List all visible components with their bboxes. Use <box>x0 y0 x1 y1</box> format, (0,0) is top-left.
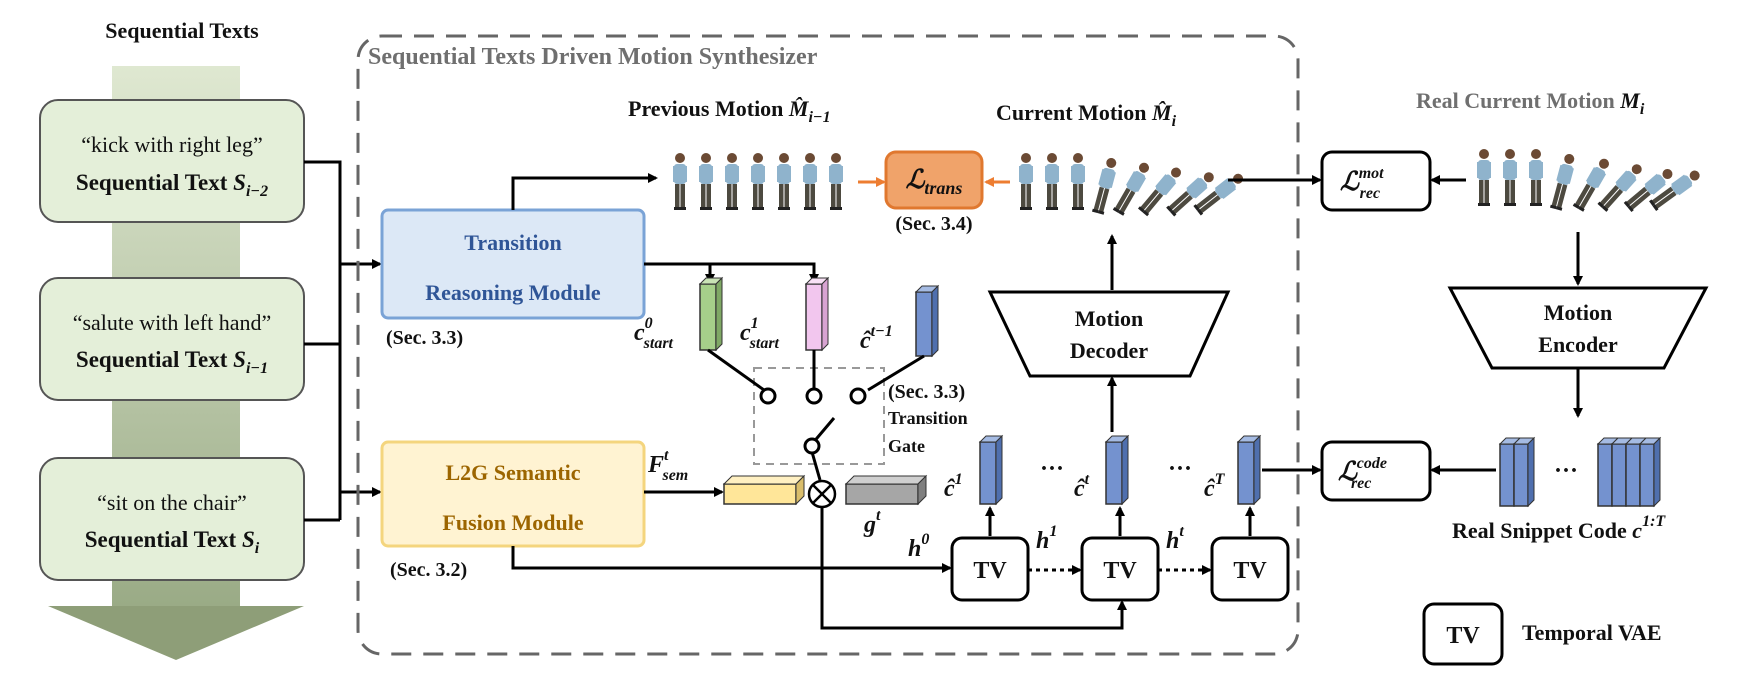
tv-box-3: TV <box>1210 536 1290 602</box>
svg-text:TV: TV <box>1233 558 1267 584</box>
trm-to-codes <box>644 262 819 284</box>
code-bar-c-start-1 <box>804 276 830 352</box>
text-box-3: “sit on the chair” Sequential Text Si <box>39 457 305 581</box>
legend-tv-text: TV <box>1446 623 1480 649</box>
code-bar-c-t <box>1104 434 1130 506</box>
l2g-semantic-fusion-module: L2G Semantic Fusion Module <box>380 440 646 548</box>
h-0-label: h0 <box>908 531 929 562</box>
snippet-dots: ··· <box>1554 458 1578 484</box>
previous-motion-figures <box>673 153 843 210</box>
gate-label-2: Gate <box>888 436 925 456</box>
current-motion-label: Current Motion M̂i <box>996 100 1177 130</box>
tv-box-1: TV <box>950 536 1030 602</box>
svg-text:Fusion Module: Fusion Module <box>442 510 583 535</box>
left-panel: Sequential Texts “kick with right leg” S… <box>39 18 305 660</box>
svg-text:TV: TV <box>1103 558 1137 584</box>
c-1-label: ĉ1 <box>944 471 963 502</box>
l2g-sec-label: (Sec. 3.2) <box>390 559 467 581</box>
left-panel-title: Sequential Texts <box>105 18 259 43</box>
svg-text:Transition: Transition <box>464 230 561 255</box>
c-t-label: ĉt <box>1074 471 1090 502</box>
gate-to-multiply <box>810 451 822 481</box>
text-quote-2: “salute with left hand” <box>73 310 272 335</box>
svg-text:Reasoning Module: Reasoning Module <box>425 280 601 305</box>
dots-2: ··· <box>1168 456 1192 482</box>
legend-label: Temporal VAE <box>1522 620 1662 645</box>
c-T-label: ĉT <box>1204 471 1226 502</box>
h-1-label: h1 <box>1036 523 1057 554</box>
legend: TV Temporal VAE <box>1422 602 1662 666</box>
svg-text:L2G Semantic: L2G Semantic <box>445 460 580 485</box>
gate-sec-label: (Sec. 3.3) <box>888 381 965 403</box>
transition-reasoning-module: Transition Reasoning Module <box>380 208 646 320</box>
synthesizer-title: Sequential Texts Driven Motion Synthesiz… <box>368 44 818 70</box>
h-t-label: ht <box>1166 523 1184 554</box>
svg-text:TV: TV <box>973 558 1007 584</box>
motion-decoder: Motion Decoder <box>987 290 1231 378</box>
sec-3-4-label: (Sec. 3.4) <box>895 213 972 235</box>
current-motion-figures <box>1019 153 1247 218</box>
code-bar-c-1 <box>978 434 1004 506</box>
real-motion-label: Real Current Motion Mi <box>1416 88 1645 118</box>
svg-text:Decoder: Decoder <box>1070 338 1148 363</box>
real-motion-figures <box>1477 149 1703 213</box>
motion-encoder: Motion Encoder <box>1447 286 1709 370</box>
trm-to-previous-arrow <box>511 173 658 210</box>
text-label-3: Sequential Text Si <box>85 527 260 557</box>
code-bar-c-start-0 <box>698 276 724 352</box>
tv-box-2: TV <box>1080 536 1160 602</box>
dots-1: ··· <box>1040 456 1064 482</box>
svg-text:Motion: Motion <box>1544 300 1612 325</box>
real-snippet-code-bars <box>1498 436 1662 508</box>
text-box-2: “salute with left hand” Sequential Text … <box>39 277 305 401</box>
text-label-1: Sequential Text Si−2 <box>76 170 268 200</box>
code-bar-c-prev <box>914 284 940 358</box>
text-label-2: Sequential Text Si−1 <box>76 347 268 377</box>
real-snippet-label: Real Snippet Code c1:T <box>1452 513 1666 543</box>
legend-tv-box <box>1422 602 1504 666</box>
gate-switch-nodes <box>759 387 867 455</box>
trm-sec-label: (Sec. 3.3) <box>386 327 463 349</box>
text-quote-1: “kick with right leg” <box>81 132 262 157</box>
text-quote-3: “sit on the chair” <box>97 490 247 515</box>
f-sem-feature <box>722 474 806 506</box>
multiply-node <box>807 479 837 509</box>
previous-motion-label: Previous Motion M̂i−1 <box>628 96 831 126</box>
text-connectors <box>304 160 382 522</box>
sequence-arrow-head <box>48 606 304 660</box>
gate-label-1: Transition <box>888 408 968 428</box>
l2g-to-tv-arrow <box>511 546 952 573</box>
g-t-label: gt <box>863 507 881 538</box>
g-t-feature <box>844 474 928 506</box>
transition-loss: ℒtrans <box>884 150 984 210</box>
tv-up-arrows <box>985 506 1255 536</box>
svg-text:Encoder: Encoder <box>1538 332 1618 357</box>
text-box-1: “kick with right leg” Sequential Text Si… <box>39 99 305 223</box>
c-prev-label: ĉt−1 <box>860 323 893 354</box>
svg-text:ℒtrans: ℒtrans <box>906 165 963 198</box>
code-bar-c-T <box>1236 434 1262 506</box>
svg-text:Motion: Motion <box>1075 306 1143 331</box>
